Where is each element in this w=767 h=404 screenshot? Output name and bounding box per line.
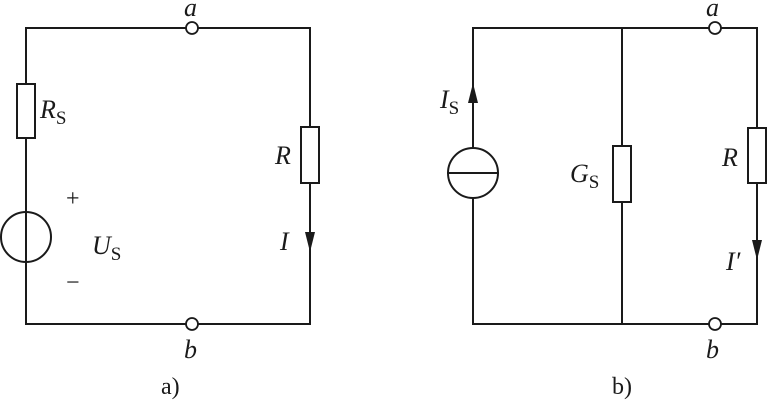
diagram-a: RS + − US R I a b a) (0, 0, 320, 400)
source-resistor-label: RS (39, 95, 66, 129)
load-resistor-a-label: R (274, 141, 291, 170)
current-a-label: I (279, 227, 290, 256)
plus-sign: + (66, 186, 80, 212)
terminal-a-top-label: a (184, 0, 197, 22)
caption-a: a) (161, 374, 180, 400)
current-source-label: IS (439, 85, 459, 119)
conductance-label: GS (570, 159, 599, 193)
conductance-b (612, 145, 632, 203)
source-resistor-a (16, 83, 36, 139)
terminal-a-top (185, 21, 199, 35)
terminal-b-top-label: a (706, 0, 719, 22)
voltage-source-label: US (92, 231, 121, 265)
diagram-b: IS GS R I′ a b b) (439, 0, 767, 400)
current-arrow-b (752, 240, 762, 260)
current-source-arrow (468, 83, 478, 103)
terminal-b-bottom-label: b (706, 335, 719, 364)
load-resistor-b (747, 127, 767, 184)
load-resistor-a (300, 126, 320, 184)
terminal-a-bottom (185, 317, 199, 331)
current-arrow-a (305, 232, 315, 252)
terminal-b-top (708, 21, 722, 35)
current-b-label: I′ (725, 247, 741, 276)
terminal-a-bottom-label: b (184, 335, 197, 364)
caption-b: b) (612, 374, 632, 400)
terminal-b-bottom (708, 317, 722, 331)
load-resistor-b-label: R (721, 143, 738, 172)
minus-sign: − (66, 270, 80, 296)
